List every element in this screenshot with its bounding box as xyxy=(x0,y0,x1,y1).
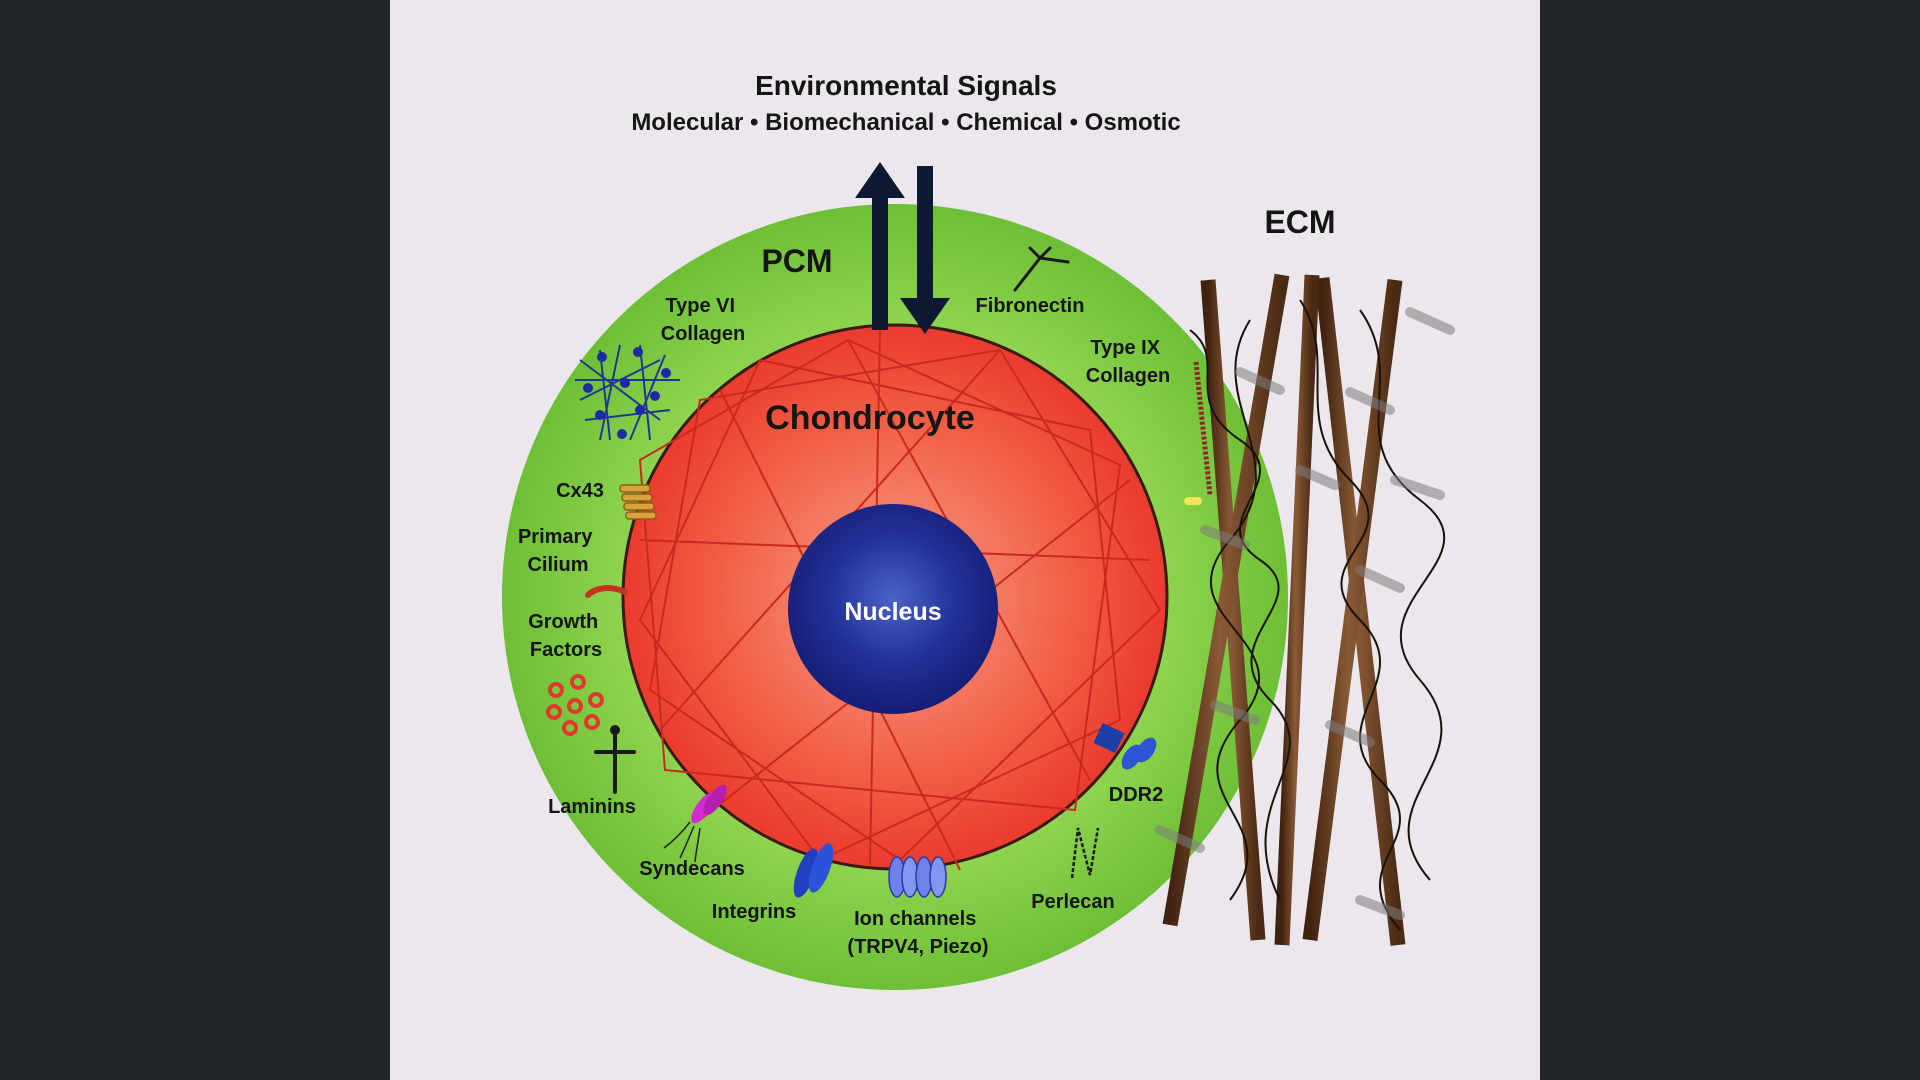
ddr2-label: DDR2 xyxy=(1109,784,1163,806)
syndecans-icon xyxy=(663,784,727,863)
fibronectin-icon xyxy=(1013,246,1070,292)
integrins-icon xyxy=(793,843,834,898)
arrow-up-icon xyxy=(855,162,905,330)
growth-factors-icon xyxy=(546,674,604,736)
nucleus xyxy=(788,504,998,714)
type6-collagen-label: Type VI Collagen xyxy=(661,295,745,345)
type9-collagen-icon xyxy=(1184,361,1213,505)
perlecan-label: Perlecan xyxy=(1031,891,1114,913)
cx43-icon xyxy=(619,484,657,520)
title: Environmental Signals xyxy=(755,70,1057,101)
syndecans-label: Syndecans xyxy=(639,858,745,880)
signal-arrows xyxy=(855,162,950,334)
pcm-label: PCM xyxy=(761,243,832,279)
ion-channels-label: Ion channels (TRPV4, Piezo) xyxy=(847,908,988,958)
ion-channels-icon xyxy=(888,856,947,898)
nucleus-label: Nucleus xyxy=(844,598,941,626)
laminins-label: Laminins xyxy=(548,796,636,818)
laminins-icon xyxy=(594,725,636,794)
arrow-down-icon xyxy=(900,166,950,334)
chondrocyte-label: Chondrocyte xyxy=(765,399,975,437)
ddr2-icon xyxy=(1093,722,1157,770)
primary-cilium-icon xyxy=(585,585,628,598)
ecm-label: ECM xyxy=(1264,204,1335,240)
ecm-fibers xyxy=(1155,273,1455,946)
integrins-label: Integrins xyxy=(712,901,796,923)
type9-collagen-label: Type IX Collagen xyxy=(1086,337,1170,387)
subtitle: Molecular • Biomechanical • Chemical • O… xyxy=(631,109,1180,136)
fibronectin-label: Fibronectin xyxy=(976,295,1085,317)
growth-factors-label: Growth Factors xyxy=(528,611,604,661)
type6-collagen-nodes xyxy=(583,347,671,439)
primary-cilium-label: Primary Cilium xyxy=(518,526,598,576)
perlecan-icon xyxy=(1070,827,1100,879)
cx43-label: Cx43 xyxy=(556,480,604,502)
